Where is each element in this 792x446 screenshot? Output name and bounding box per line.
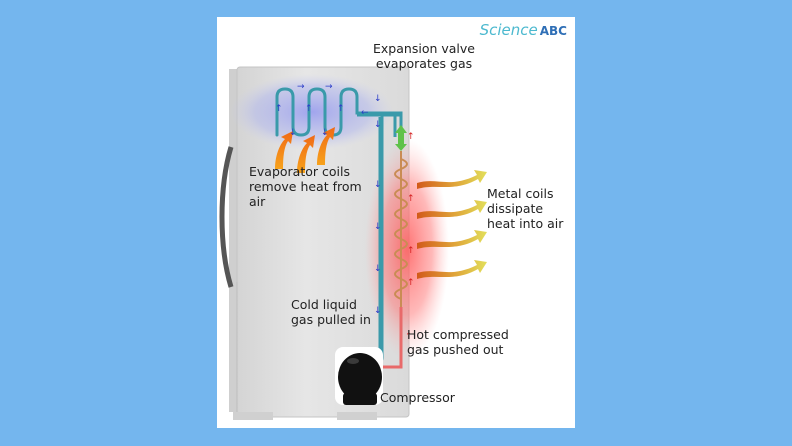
svg-text:↓: ↓	[374, 94, 382, 104]
svg-text:↑: ↑	[305, 104, 313, 114]
svg-text:↓: ↓	[374, 222, 382, 232]
svg-text:←: ←	[361, 108, 369, 118]
heat-absorb-arrows	[275, 127, 335, 173]
svg-text:↑: ↑	[407, 194, 415, 204]
expansion-valve-icon	[395, 125, 407, 151]
evaporator-coil	[275, 87, 379, 137]
svg-text:↑: ↑	[337, 104, 345, 114]
metal-coils-label: Metal coils dissipate heat into air	[487, 186, 564, 231]
svg-text:→: →	[297, 82, 305, 92]
cold-flow-arrows: → → ↑ ↑ ↑ ↓ ↓ ← ↓ ↓ ↓ ↓ ↓ ↓	[275, 82, 382, 316]
svg-text:↓: ↓	[374, 120, 382, 130]
svg-text:↑: ↑	[275, 104, 283, 114]
refrigerator-diagram: → → ↑ ↑ ↑ ↓ ↓ ← ↓ ↓ ↓ ↓ ↓ ↓ ↑ ↑ ↑ ↑ ↑	[219, 66, 487, 420]
svg-text:↓: ↓	[289, 128, 297, 138]
compressor-label: Compressor	[380, 390, 455, 405]
heat-dissipation-arrows	[417, 170, 487, 279]
brand-suffix: ABC	[539, 24, 567, 38]
brand-name: Science	[479, 21, 538, 39]
cold-glow	[230, 74, 394, 150]
evaporator-label: Evaporator coils remove heat from air	[249, 164, 362, 209]
svg-text:↓: ↓	[321, 128, 329, 138]
hot-glow	[365, 139, 449, 359]
diagram-card: → → ↑ ↑ ↑ ↓ ↓ ← ↓ ↓ ↓ ↓ ↓ ↓ ↑ ↑ ↑ ↑ ↑ Sc…	[217, 17, 575, 428]
svg-text:↑: ↑	[407, 132, 415, 142]
cold-liquid-label: Cold liquid gas pulled in	[291, 297, 371, 327]
svg-text:↑: ↑	[405, 332, 413, 342]
svg-text:↑: ↑	[407, 278, 415, 288]
hot-flow-arrows: ↑ ↑ ↑ ↑ ↑	[405, 132, 415, 342]
compressor-unit	[335, 347, 383, 405]
svg-text:→: →	[325, 82, 333, 92]
hot-pipe	[375, 307, 403, 369]
svg-text:↑: ↑	[407, 246, 415, 256]
condenser-coil	[394, 151, 408, 307]
hot-compressed-label: Hot compressed gas pushed out	[407, 327, 509, 357]
svg-text:↓: ↓	[374, 306, 382, 316]
svg-text:↓: ↓	[374, 264, 382, 274]
svg-text:↓: ↓	[374, 180, 382, 190]
expansion-valve-label: Expansion valve evaporates gas	[373, 41, 475, 71]
